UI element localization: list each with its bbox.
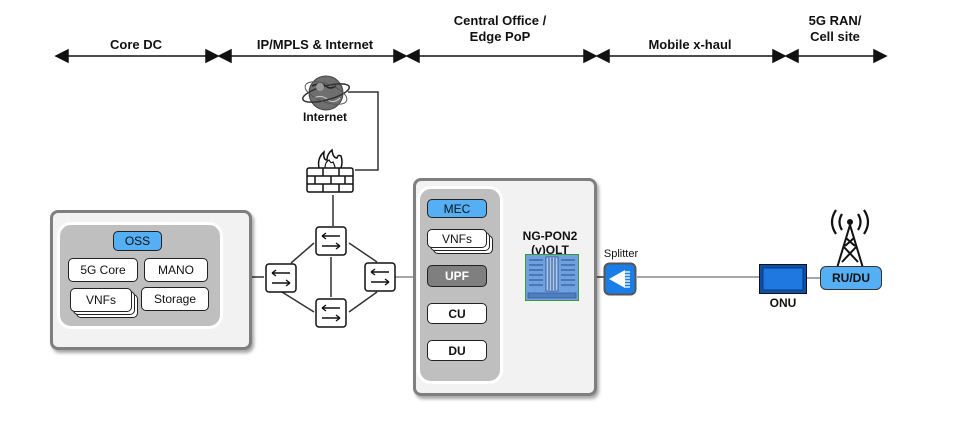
core-vnfs-box[interactable]: VNFs (70, 288, 132, 312)
router-mesh-links (281, 242, 378, 313)
du-box[interactable]: DU (427, 340, 487, 361)
olt-label: NG-PON2 (v)OLT (522, 229, 578, 257)
splitter-label: Splitter (603, 248, 639, 260)
link-internet-firewall (348, 91, 379, 171)
globe-icon (301, 75, 351, 111)
segment-label-ip-mpls: IP/MPLS & Internet (256, 37, 374, 52)
segment-label-mobile-xhaul: Mobile x-haul (648, 37, 732, 52)
segment-arrow-ip-mpls (217, 48, 408, 64)
olt-chassis-icon[interactable] (525, 254, 579, 301)
mec-box[interactable]: MEC (427, 199, 487, 218)
5g-core-box[interactable]: 5G Core (68, 258, 138, 282)
router-right-icon[interactable] (364, 262, 396, 292)
segment-label-central-office: Central Office / Edge PoP (453, 13, 547, 44)
co-vnfs-box[interactable]: VNFs (427, 229, 487, 248)
storage-box[interactable]: Storage (141, 287, 209, 311)
router-top-icon[interactable] (315, 226, 347, 256)
internet-label: Internet (302, 110, 347, 124)
ru-du-box[interactable]: RU/DU (820, 266, 882, 290)
mano-box[interactable]: MANO (144, 258, 208, 282)
splitter-icon[interactable] (603, 262, 637, 296)
segment-arrow-central-office (405, 48, 598, 64)
router-left-icon[interactable] (265, 263, 297, 293)
segment-arrow-ran (784, 48, 888, 64)
onu-label: ONU (769, 296, 797, 310)
cell-tower-icon (830, 209, 870, 269)
segment-label-ran: 5G RAN/ Cell site (808, 13, 862, 44)
oss-box[interactable]: OSS (113, 231, 162, 251)
upf-box[interactable]: UPF (427, 265, 487, 287)
router-bottom-icon[interactable] (315, 298, 347, 328)
segment-label-core-dc: Core DC (109, 37, 162, 52)
onu-icon[interactable] (759, 264, 807, 294)
segment-arrow-core-dc (54, 48, 220, 64)
cu-box[interactable]: CU (427, 303, 487, 324)
firewall-icon[interactable] (305, 148, 355, 194)
segment-arrow-mobile-xhaul (595, 48, 787, 64)
